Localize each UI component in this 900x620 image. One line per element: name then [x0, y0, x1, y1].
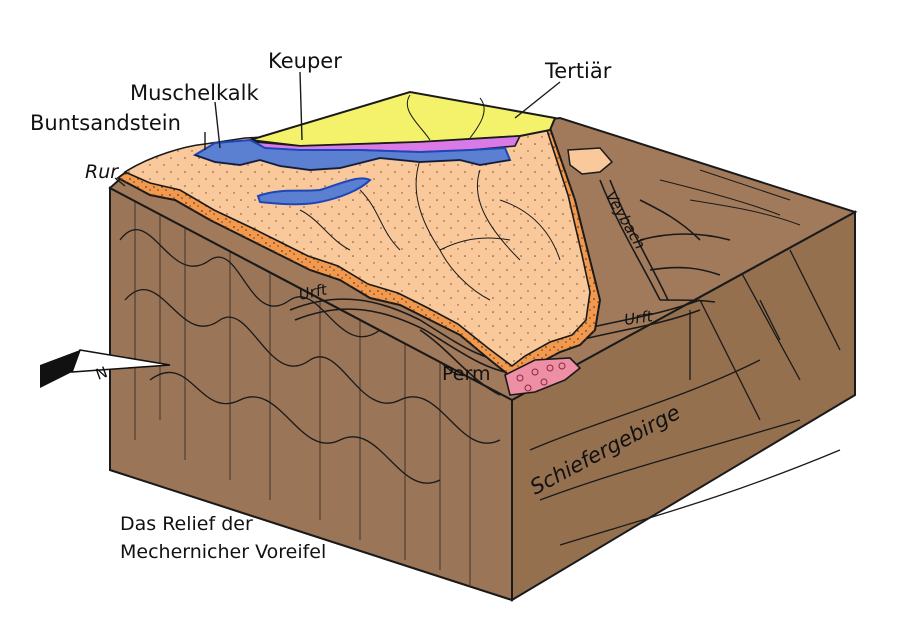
strata-lines-right	[529, 249, 841, 546]
relief-lines-top	[659, 169, 801, 226]
north-arrow: N	[40, 349, 171, 388]
cleavage-hatching-left	[134, 200, 471, 585]
label-rur: Rur	[85, 161, 119, 183]
label-urft-right: Urft	[623, 307, 655, 329]
buntsandstein-dots	[125, 124, 590, 366]
drainage-lines	[299, 159, 561, 301]
perm-outcrop	[504, 357, 582, 396]
label-buntsandstein: Buntsandstein	[30, 111, 181, 135]
buntsandstein-outlier	[567, 147, 614, 175]
label-urft-left: Urft	[297, 280, 330, 304]
label-muschelkalk: Muschelkalk	[130, 81, 259, 105]
tertiaer-stream	[407, 94, 485, 141]
label-tertiaer: Tertiär	[544, 59, 612, 83]
north-arrow-head-icon	[40, 350, 80, 388]
north-arrow-shaft-icon	[70, 349, 171, 373]
perm-dots	[516, 362, 566, 392]
caption-line-2: Mechernicher Voreifel	[120, 541, 326, 563]
label-perm: Perm	[442, 363, 490, 385]
muschelkalk-upper-edge	[194, 154, 511, 171]
muschelkalk-lower	[256, 177, 372, 206]
caption-line-1: Das Relief der	[120, 513, 253, 535]
leader-lines	[114, 71, 561, 187]
label-keuper: Keuper	[268, 49, 342, 73]
veybach-valley	[599, 179, 731, 303]
